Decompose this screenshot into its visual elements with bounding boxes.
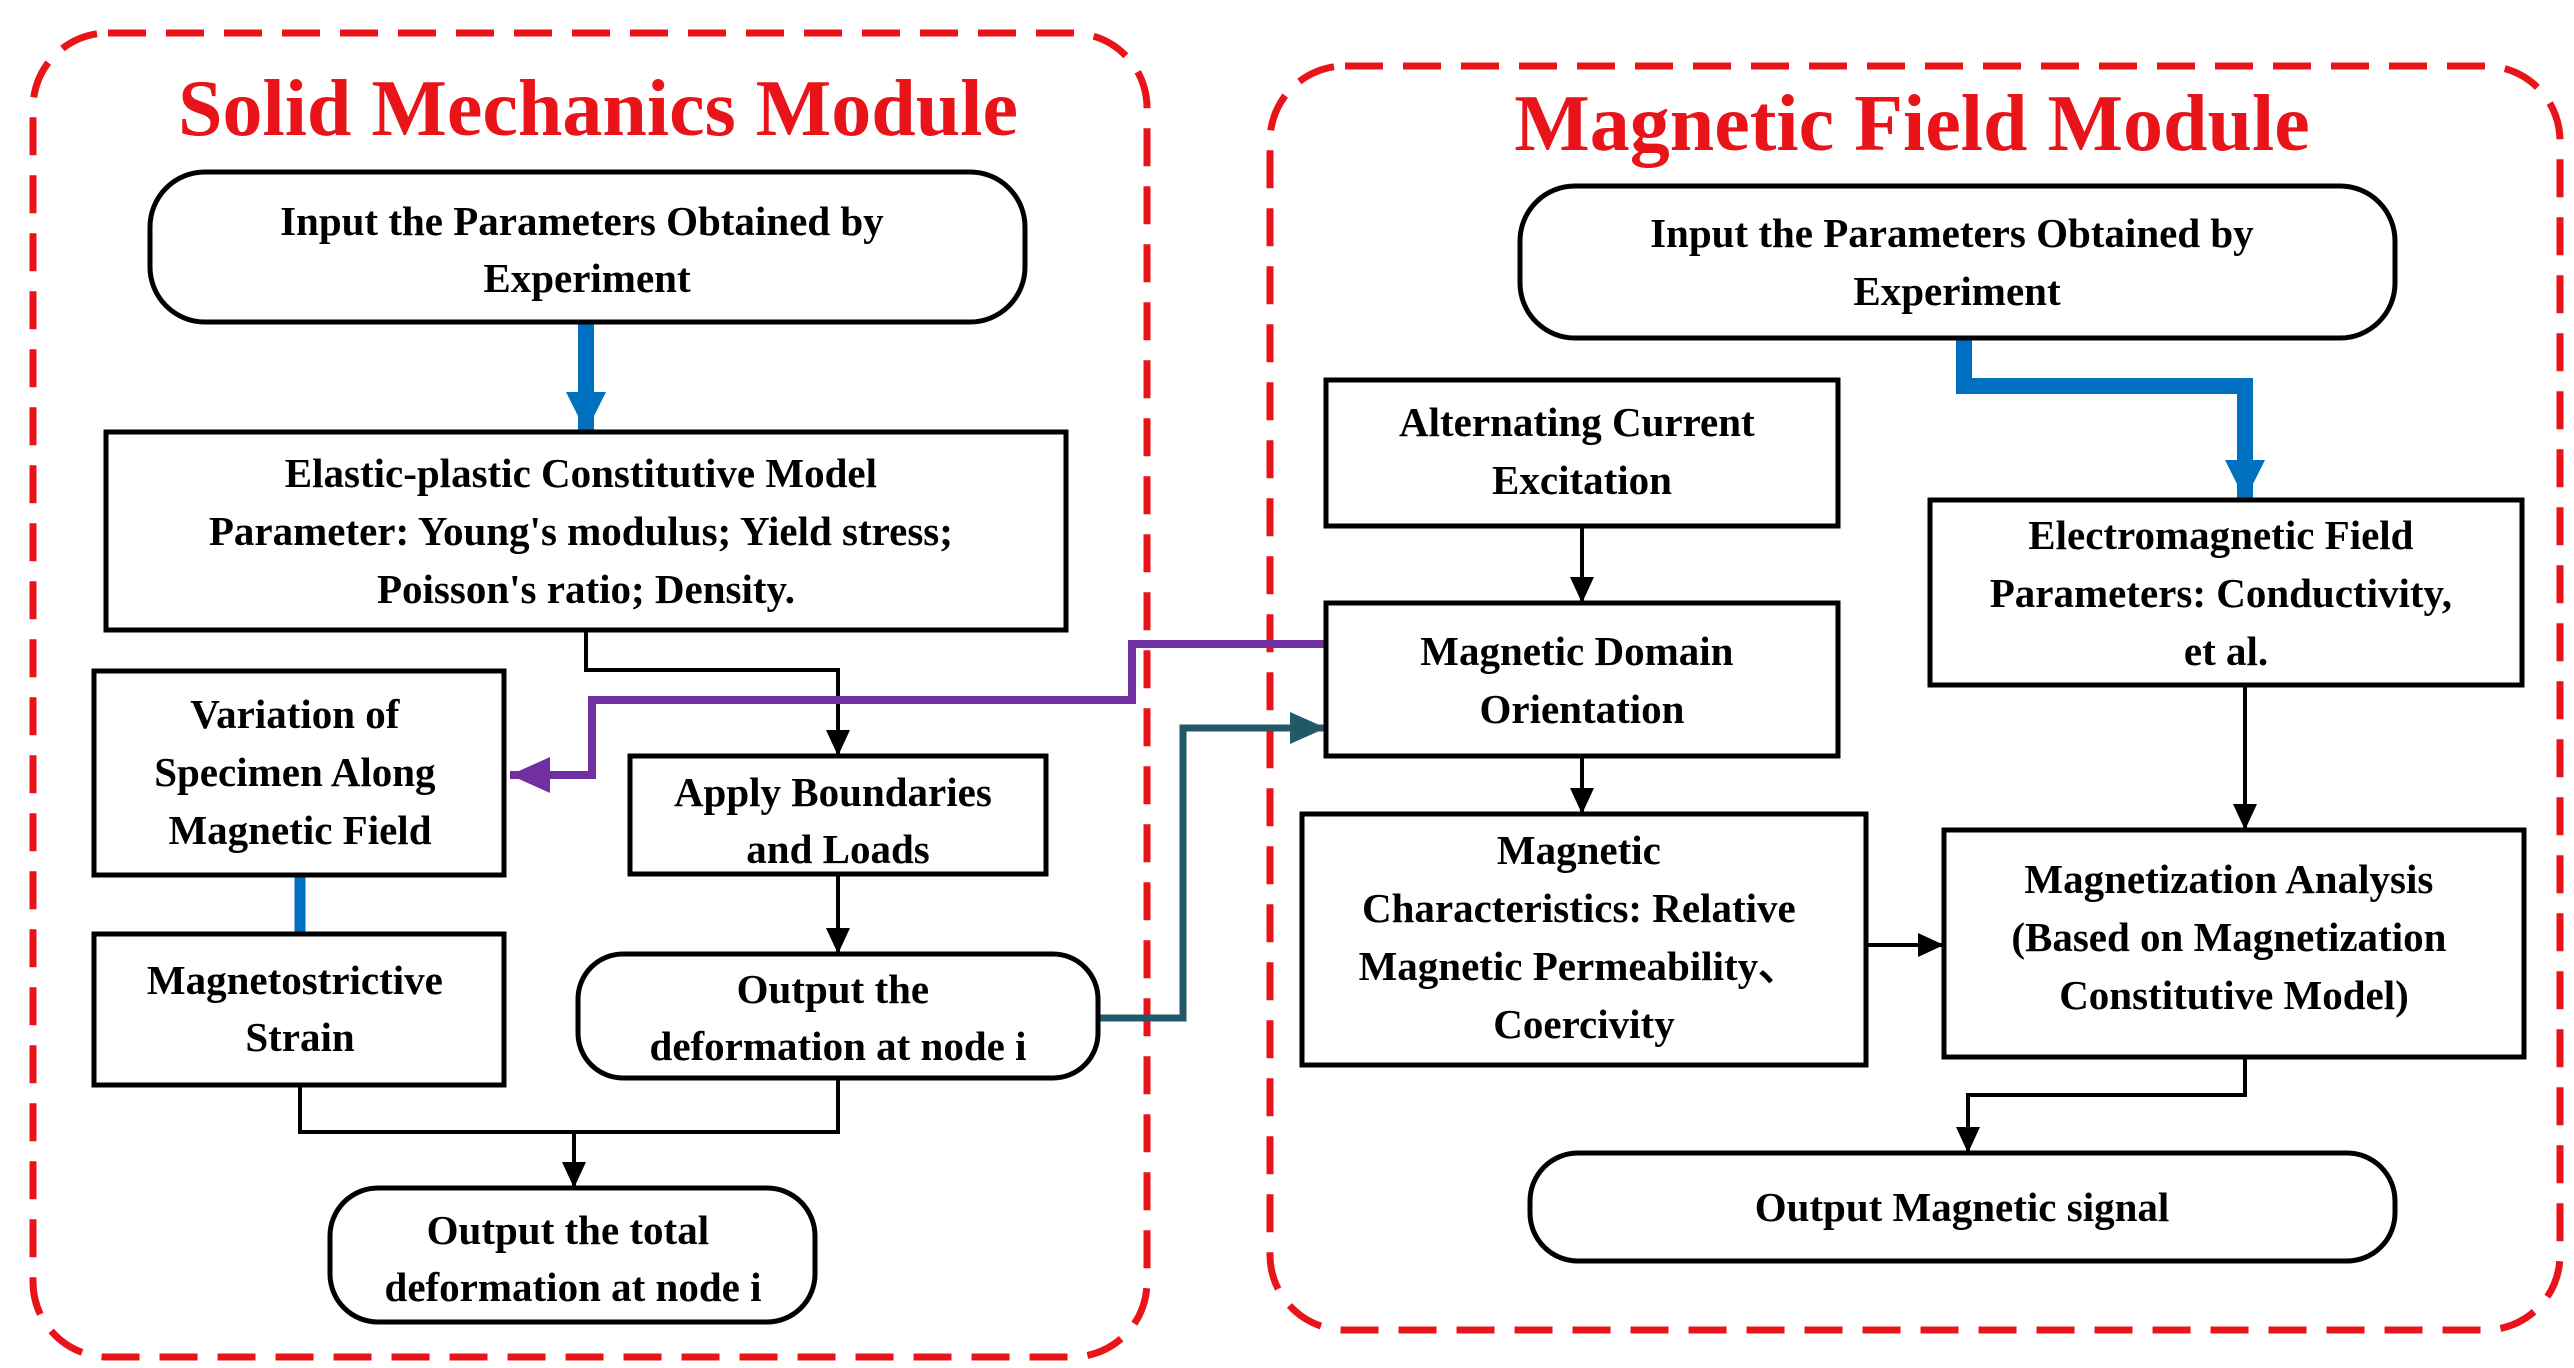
mf-em-node: Electromagnetic Field Parameters: Conduc… xyxy=(1927,497,2525,688)
mf-output-node: Output Magnetic signal xyxy=(1527,1150,2398,1264)
mf-ac-node: Alternating Current Excitation xyxy=(1323,377,1841,529)
mf-chars-label: Magnetic Characteristics: Relative Magne… xyxy=(1359,827,1810,1047)
mf-domain-node: Magnetic Domain Orientation xyxy=(1323,600,1841,759)
mf-output-label: Output Magnetic signal xyxy=(1755,1184,2170,1230)
sm-variation-label: Variation of Specimen Along Magnetic Fie… xyxy=(154,691,446,853)
edge-domain-to-variation xyxy=(510,640,1326,793)
sm-total-node: Output the total deformation at node i xyxy=(327,1185,818,1325)
mf-domain-label: Magnetic Domain Orientation xyxy=(1420,628,1743,732)
sm-input-label: Input the Parameters Obtained by Experim… xyxy=(280,198,894,301)
solid-module-title: Solid Mechanics Module xyxy=(178,65,1018,153)
sm-model-label: Elastic-plastic Constitutive Model Param… xyxy=(209,450,963,612)
solid-module-border xyxy=(29,29,1151,1361)
sm-model-node: Elastic-plastic Constitutive Model Param… xyxy=(103,429,1069,633)
edge-mf-analysis-to-output xyxy=(1956,1057,2247,1153)
sm-strain-node: Magnetostrictive Strain xyxy=(91,931,507,1088)
magnetic-module-border xyxy=(1266,62,2564,1334)
sm-variation-node: Variation of Specimen Along Magnetic Fie… xyxy=(91,668,507,878)
mf-em-label: Electromagnetic Field Parameters: Conduc… xyxy=(1990,512,2463,674)
mf-analysis-label: Magnetization Analysis (Based on Magneti… xyxy=(2011,856,2456,1018)
edge-sm-model-to-boundaries xyxy=(584,630,850,756)
edge-sm-deform-to-total xyxy=(562,1078,840,1188)
mf-chars-node: Magnetic Characteristics: Relative Magne… xyxy=(1299,811,1869,1068)
mf-analysis-node: Magnetization Analysis (Based on Magneti… xyxy=(1941,827,2527,1060)
sm-total-label: Output the total deformation at node i xyxy=(385,1207,762,1310)
sm-deform-label: Output the deformation at node i xyxy=(650,966,1027,1069)
mf-ac-label: Alternating Current Excitation xyxy=(1399,399,1765,503)
sm-deform-node: Output the deformation at node i xyxy=(575,951,1101,1081)
sm-input-node: Input the Parameters Obtained by Experim… xyxy=(147,169,1028,325)
mf-input-node: Input the Parameters Obtained by Experim… xyxy=(1517,183,2398,341)
sm-strain-label: Magnetostrictive Strain xyxy=(147,957,453,1060)
edge-mf-input-to-em xyxy=(1956,338,2265,500)
magnetic-module-title: Magnetic Field Module xyxy=(1514,80,2309,168)
edge-deform-to-domain xyxy=(1098,712,1326,1022)
mf-input-label: Input the Parameters Obtained by Experim… xyxy=(1650,210,2264,314)
sm-boundaries-node: Apply Boundaries and Loads xyxy=(627,753,1049,877)
sm-boundaries-label: Apply Boundaries and Loads xyxy=(674,769,1002,872)
edge-sm-strain-to-total xyxy=(298,1085,574,1134)
